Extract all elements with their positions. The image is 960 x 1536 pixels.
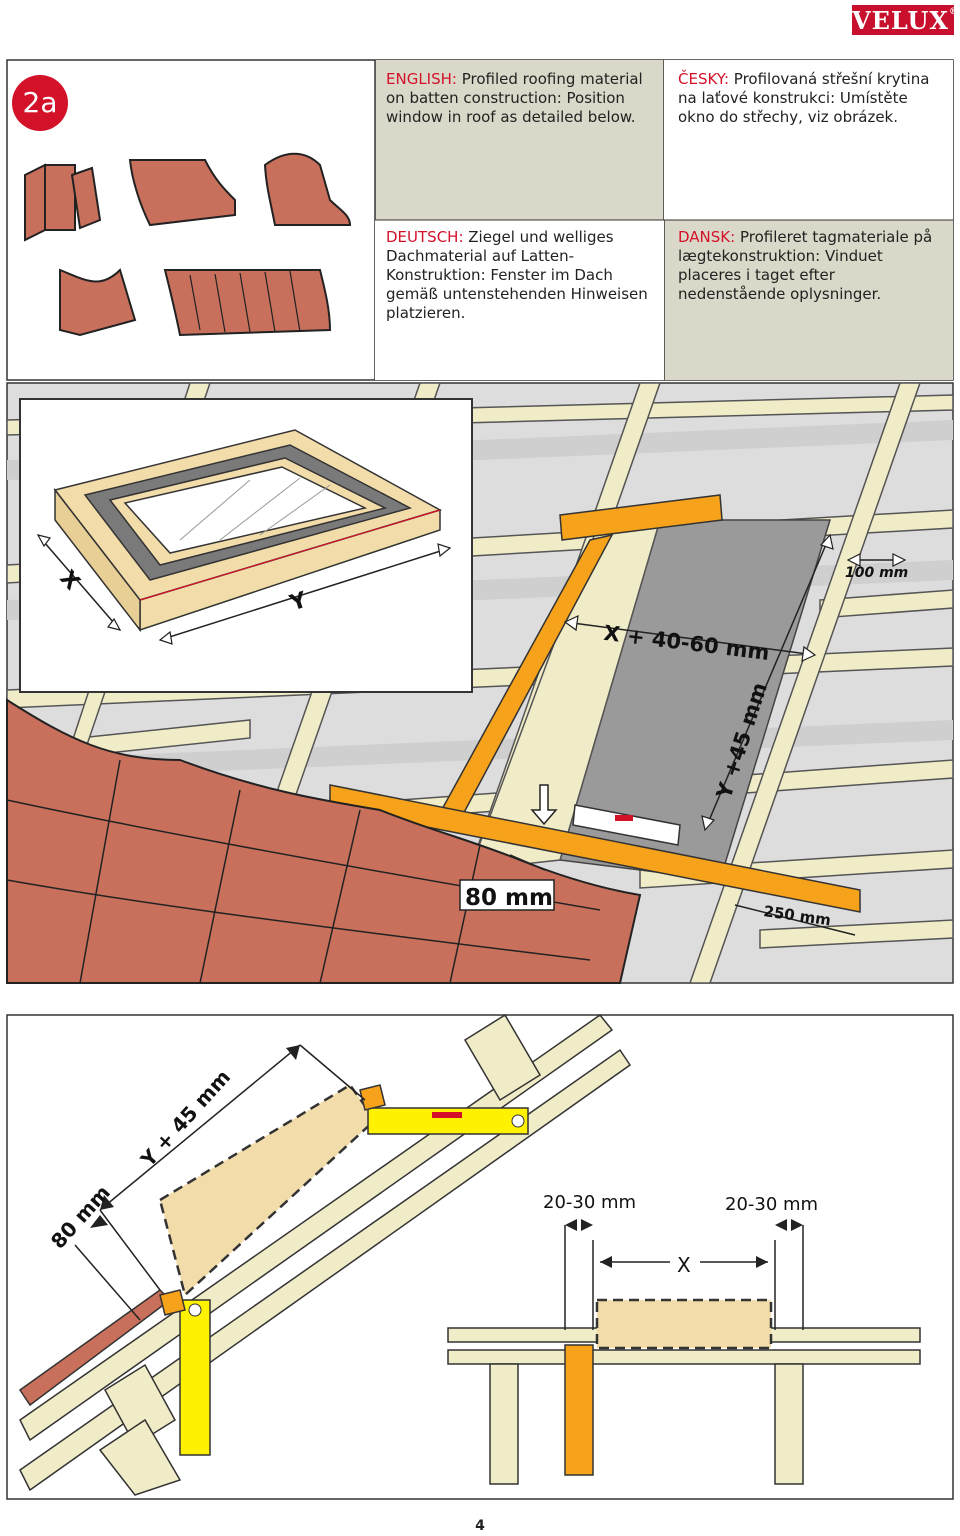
lang-german: DEUTSCH: [386,228,464,246]
lang-czech: ČESKY: [678,70,729,88]
body-german: Ziegel und welliges Dachmaterial auf Lat… [386,228,648,322]
text-german: DEUTSCH: Ziegel und welliges Dachmateria… [386,228,654,323]
page-number: 4 [475,1518,485,1534]
step-badge: 2a [12,75,68,131]
body-english: Profiled roofing material on batten cons… [386,70,643,126]
dim-100-label: 100 mm [845,565,908,581]
dim-2030-right-label: 20-30 mm [725,1194,818,1215]
window-frame-illustration [53,429,442,633]
roof-tiles-icon [24,152,352,337]
lang-danish: DANSK: [678,228,736,246]
deutsch-bg [375,220,664,380]
cesky-bg [664,60,953,220]
dim-80-label: 80 mm [465,885,553,911]
body-czech: Profilovaná střešní krytina na laťové ko… [678,70,930,126]
text-english: ENGLISH: Profiled roofing material on ba… [386,70,654,127]
roof-tiles [6,698,642,984]
dim-x-section-label: X [677,1253,691,1277]
spirit-level [572,804,681,846]
text-danish: DANSK: Profileret tagmateriale på lægtek… [678,228,946,304]
text-czech: ČESKY: Profilovaná střešní krytina na la… [678,70,944,127]
dim-2030-left-label: 20-30 mm [543,1192,636,1213]
body-danish: Profileret tagmateriale på lægtekonstruk… [678,228,933,303]
lang-english: ENGLISH: [386,70,457,88]
orange-batten-top [559,494,723,541]
velux-logo: VELUX® [852,5,960,35]
